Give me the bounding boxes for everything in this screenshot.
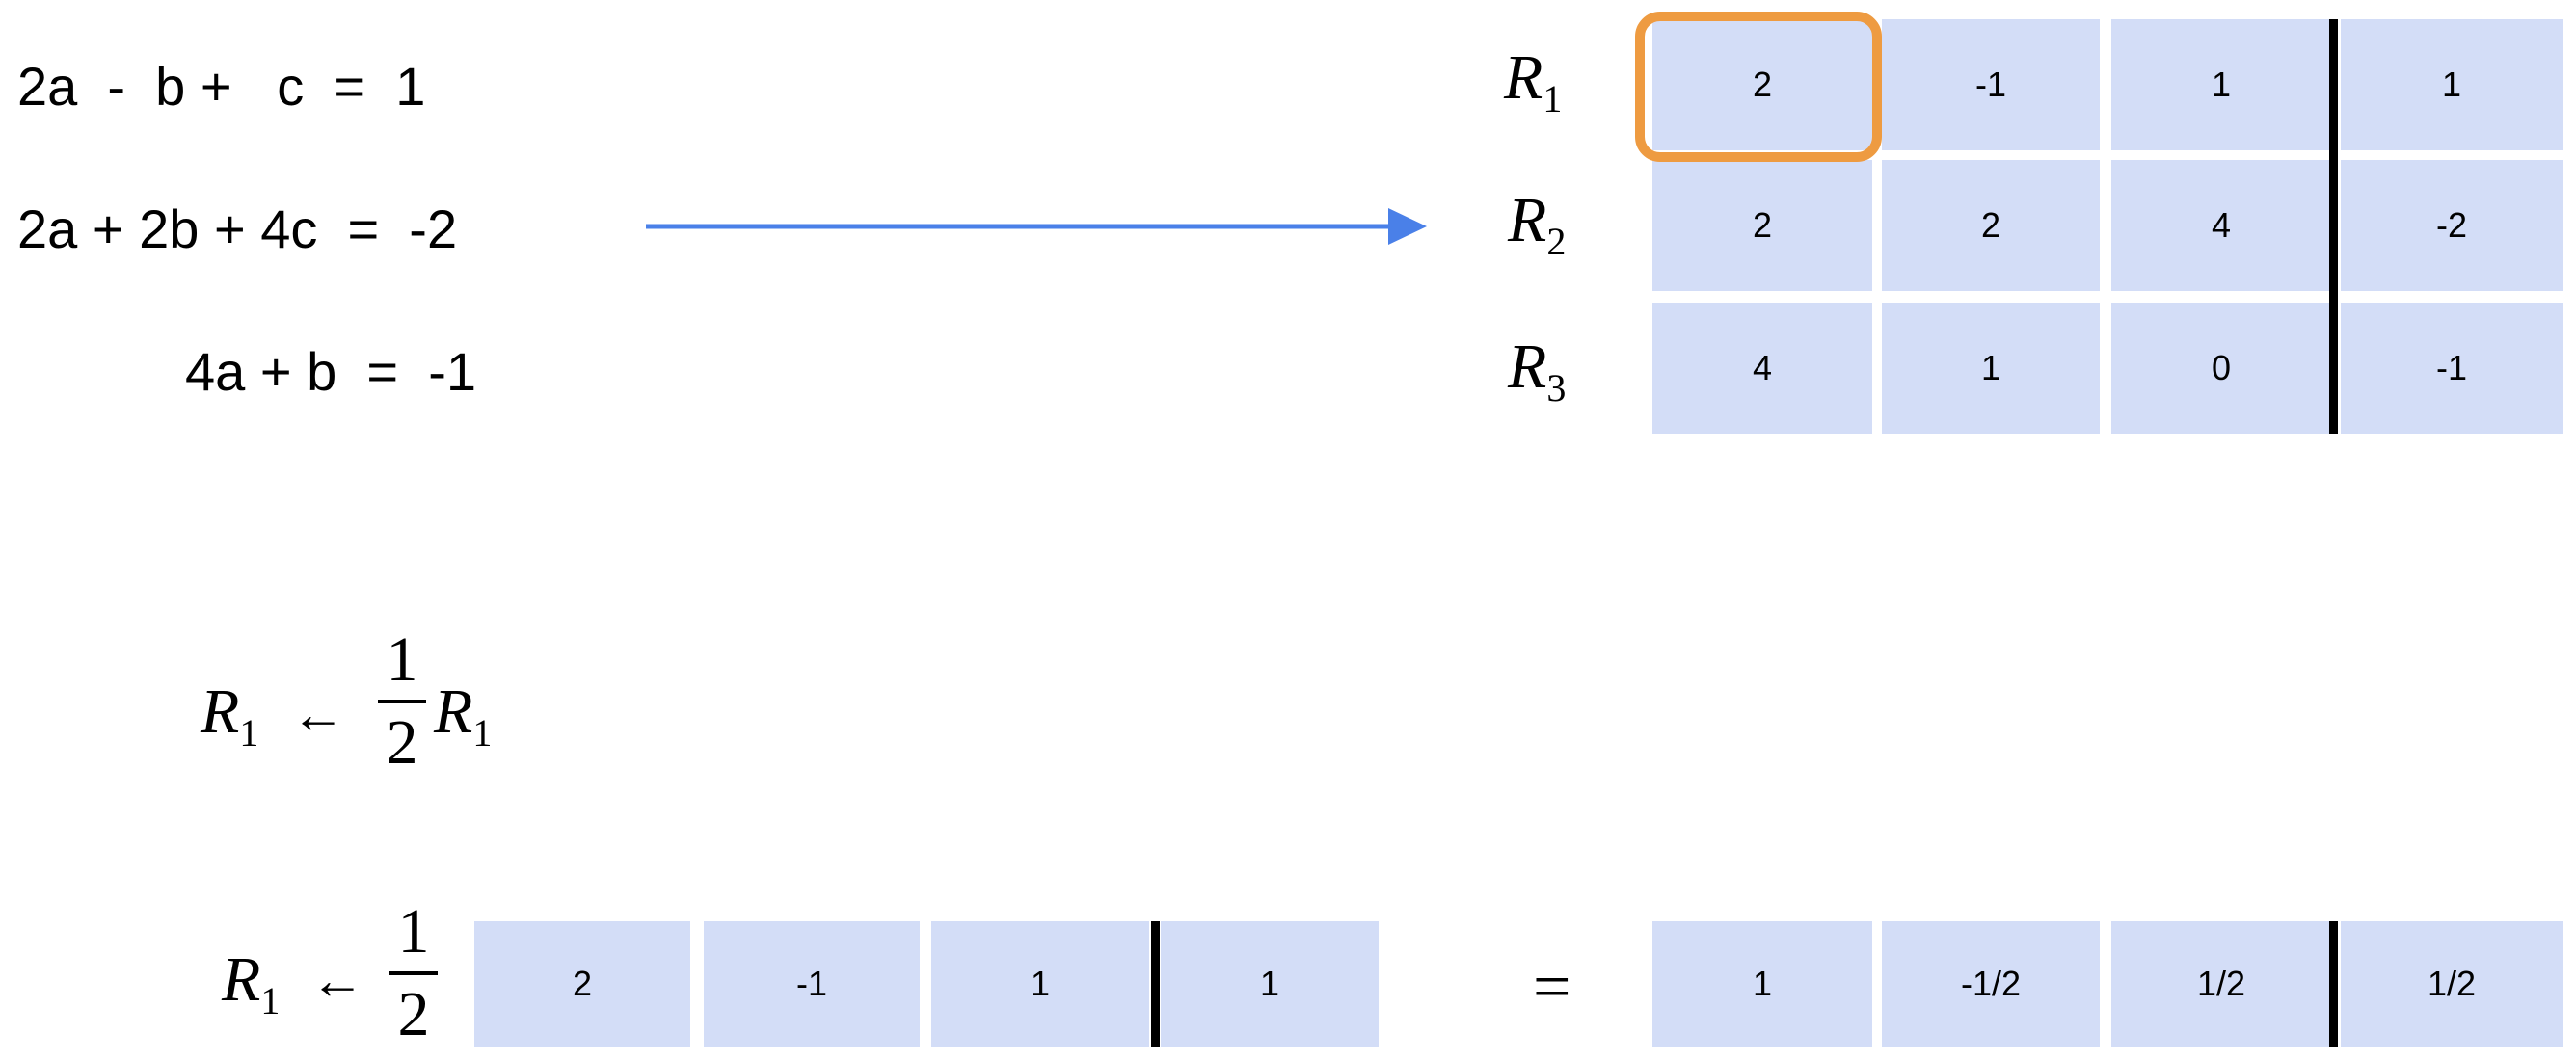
operation-numerator: 1 bbox=[386, 624, 418, 695]
scaled-row-arrow: ← bbox=[310, 951, 364, 1011]
matrix-cell-r2-c2: 2 bbox=[1882, 160, 2100, 291]
matrix-cell-r1-c3: 1 bbox=[2111, 19, 2331, 150]
matrix-cell-r3-c2: 1 bbox=[1882, 303, 2100, 434]
operation-arrow: ← bbox=[291, 685, 345, 745]
result-cell-2: -1/2 bbox=[1882, 921, 2100, 1047]
equation-2: 2a + 2b + 4c = -2 bbox=[17, 199, 458, 259]
input-cell-2: -1 bbox=[704, 921, 920, 1047]
scaled-row-fraction: 1 2 bbox=[389, 900, 438, 1047]
equation-1: 2a - b + c = 1 bbox=[17, 56, 426, 117]
matrix-cell-r3-c3: 0 bbox=[2111, 303, 2331, 434]
scaled-row-lhs: R1 bbox=[222, 944, 281, 1022]
scaled-row-denominator: 2 bbox=[397, 979, 430, 1049]
row-label-3: R3 bbox=[1508, 331, 1567, 410]
matrix-cell-r1-c2: -1 bbox=[1882, 19, 2100, 150]
scaled-row-numerator: 1 bbox=[397, 896, 430, 967]
row-label-1: R1 bbox=[1504, 42, 1563, 120]
result-divider bbox=[2329, 921, 2338, 1047]
matrix-cell-r2-c4: -2 bbox=[2341, 160, 2563, 291]
fraction-bar bbox=[389, 971, 438, 975]
right-arrow-icon bbox=[646, 208, 1427, 245]
matrix-cell-r2-c1: 2 bbox=[1652, 160, 1872, 291]
result-cell-3: 1/2 bbox=[2111, 921, 2331, 1047]
equation-3: 4a + b = -1 bbox=[185, 341, 476, 402]
operation-lhs: R1 bbox=[201, 676, 259, 755]
fraction-bar bbox=[378, 700, 426, 703]
matrix-cell-r1-c4: 1 bbox=[2341, 19, 2563, 150]
operation-fraction: 1 2 bbox=[378, 628, 426, 775]
matrix-cell-r3-c4: -1 bbox=[2341, 303, 2563, 434]
operation-rhs: R1 bbox=[434, 676, 493, 755]
result-cell-4: 1/2 bbox=[2341, 921, 2563, 1047]
equals-sign: = bbox=[1533, 950, 1571, 1024]
matrix-cell-r2-c3: 4 bbox=[2111, 160, 2331, 291]
augmented-divider bbox=[2329, 19, 2338, 434]
row-label-2: R2 bbox=[1508, 185, 1567, 263]
operation-denominator: 2 bbox=[386, 707, 418, 778]
input-divider bbox=[1151, 921, 1160, 1047]
input-cell-1: 2 bbox=[474, 921, 690, 1047]
input-cell-4: 1 bbox=[1161, 921, 1379, 1047]
pivot-highlight bbox=[1635, 12, 1882, 162]
result-cell-1: 1 bbox=[1652, 921, 1872, 1047]
matrix-cell-r3-c1: 4 bbox=[1652, 303, 1872, 434]
input-cell-3: 1 bbox=[931, 921, 1149, 1047]
matrix-cell-r1-c1: 2 bbox=[1652, 19, 1872, 150]
